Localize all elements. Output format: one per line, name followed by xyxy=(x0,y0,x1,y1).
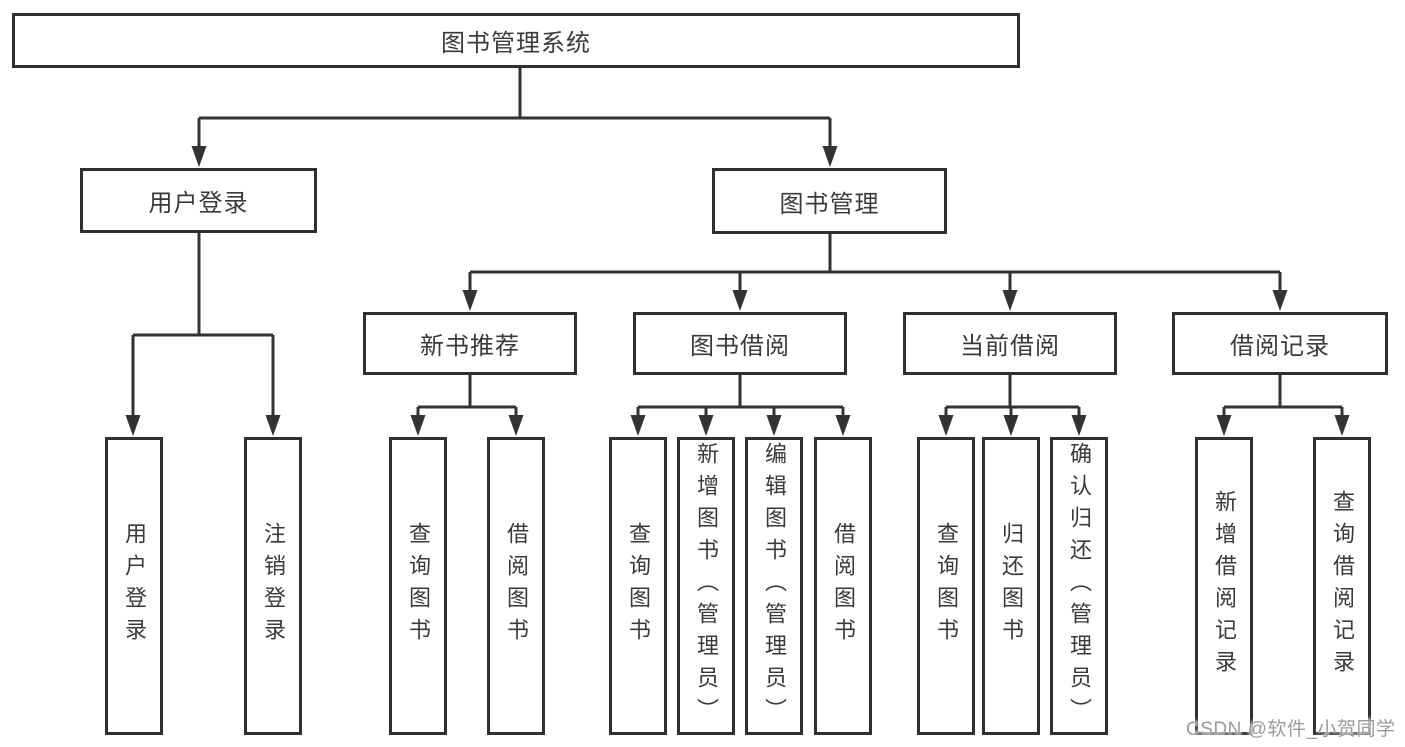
leaf-query-books-borrow: 查询图书 xyxy=(609,437,667,735)
leaf-edit-books-admin: 编辑图书（管理员） xyxy=(745,437,803,735)
arrowhead xyxy=(630,415,646,436)
leaf-confirm-return-admin: 确认归还（管理员） xyxy=(1050,437,1108,735)
connector-root-level2 xyxy=(197,68,832,148)
arrowhead xyxy=(938,415,954,436)
leaf-query-books-current: 查询图书 xyxy=(917,437,975,735)
connector-borrow-leaves xyxy=(636,375,845,417)
arrowhead xyxy=(766,415,782,436)
leaf-query-books-newbook: 查询图书 xyxy=(389,437,447,735)
leaf-borrow-books: 借阅图书 xyxy=(814,437,872,735)
arrowhead xyxy=(732,290,748,311)
arrowhead xyxy=(462,290,478,311)
arrowhead xyxy=(1334,415,1350,436)
node-current-borrow: 当前借阅 xyxy=(903,312,1117,375)
leaf-add-books-admin: 新增图书（管理员） xyxy=(677,437,735,735)
leaf-return-books: 归还图书 xyxy=(982,437,1040,735)
arrowhead xyxy=(1272,290,1288,311)
arrowhead xyxy=(125,415,141,436)
connector-records-leaves xyxy=(1222,375,1344,417)
arrowhead xyxy=(410,415,426,436)
connector-current-leaves xyxy=(944,375,1081,417)
node-book-borrow: 图书借阅 xyxy=(633,312,847,375)
arrowhead xyxy=(1216,415,1232,436)
node-borrow-records: 借阅记录 xyxy=(1172,312,1388,375)
arrowhead xyxy=(265,415,281,436)
arrowhead xyxy=(1002,290,1018,311)
arrowhead xyxy=(835,415,851,436)
node-new-book-recommend: 新书推荐 xyxy=(363,312,577,375)
connector-newbook-leaves xyxy=(416,375,518,417)
node-user-login: 用户登录 xyxy=(80,168,317,233)
connector-login-leaves xyxy=(131,233,275,417)
leaf-user-login: 用户登录 xyxy=(105,437,163,735)
arrowhead xyxy=(822,146,838,167)
csdn-watermark: CSDN @软件_小贺同学 xyxy=(1186,719,1396,740)
leaf-add-borrow-record: 新增借阅记录 xyxy=(1195,437,1253,735)
node-book-management: 图书管理 xyxy=(712,168,947,234)
arrowhead xyxy=(508,415,524,436)
arrowhead xyxy=(1003,415,1019,436)
leaf-borrow-books-newbook: 借阅图书 xyxy=(487,437,545,735)
arrowhead xyxy=(1071,415,1087,436)
connector-bookmgr-level3 xyxy=(468,234,1282,292)
arrowhead xyxy=(698,415,714,436)
node-root: 图书管理系统 xyxy=(12,13,1020,68)
leaf-logout: 注销登录 xyxy=(244,437,302,735)
leaf-query-borrow-record: 查询借阅记录 xyxy=(1313,437,1371,735)
arrowhead xyxy=(191,146,207,167)
